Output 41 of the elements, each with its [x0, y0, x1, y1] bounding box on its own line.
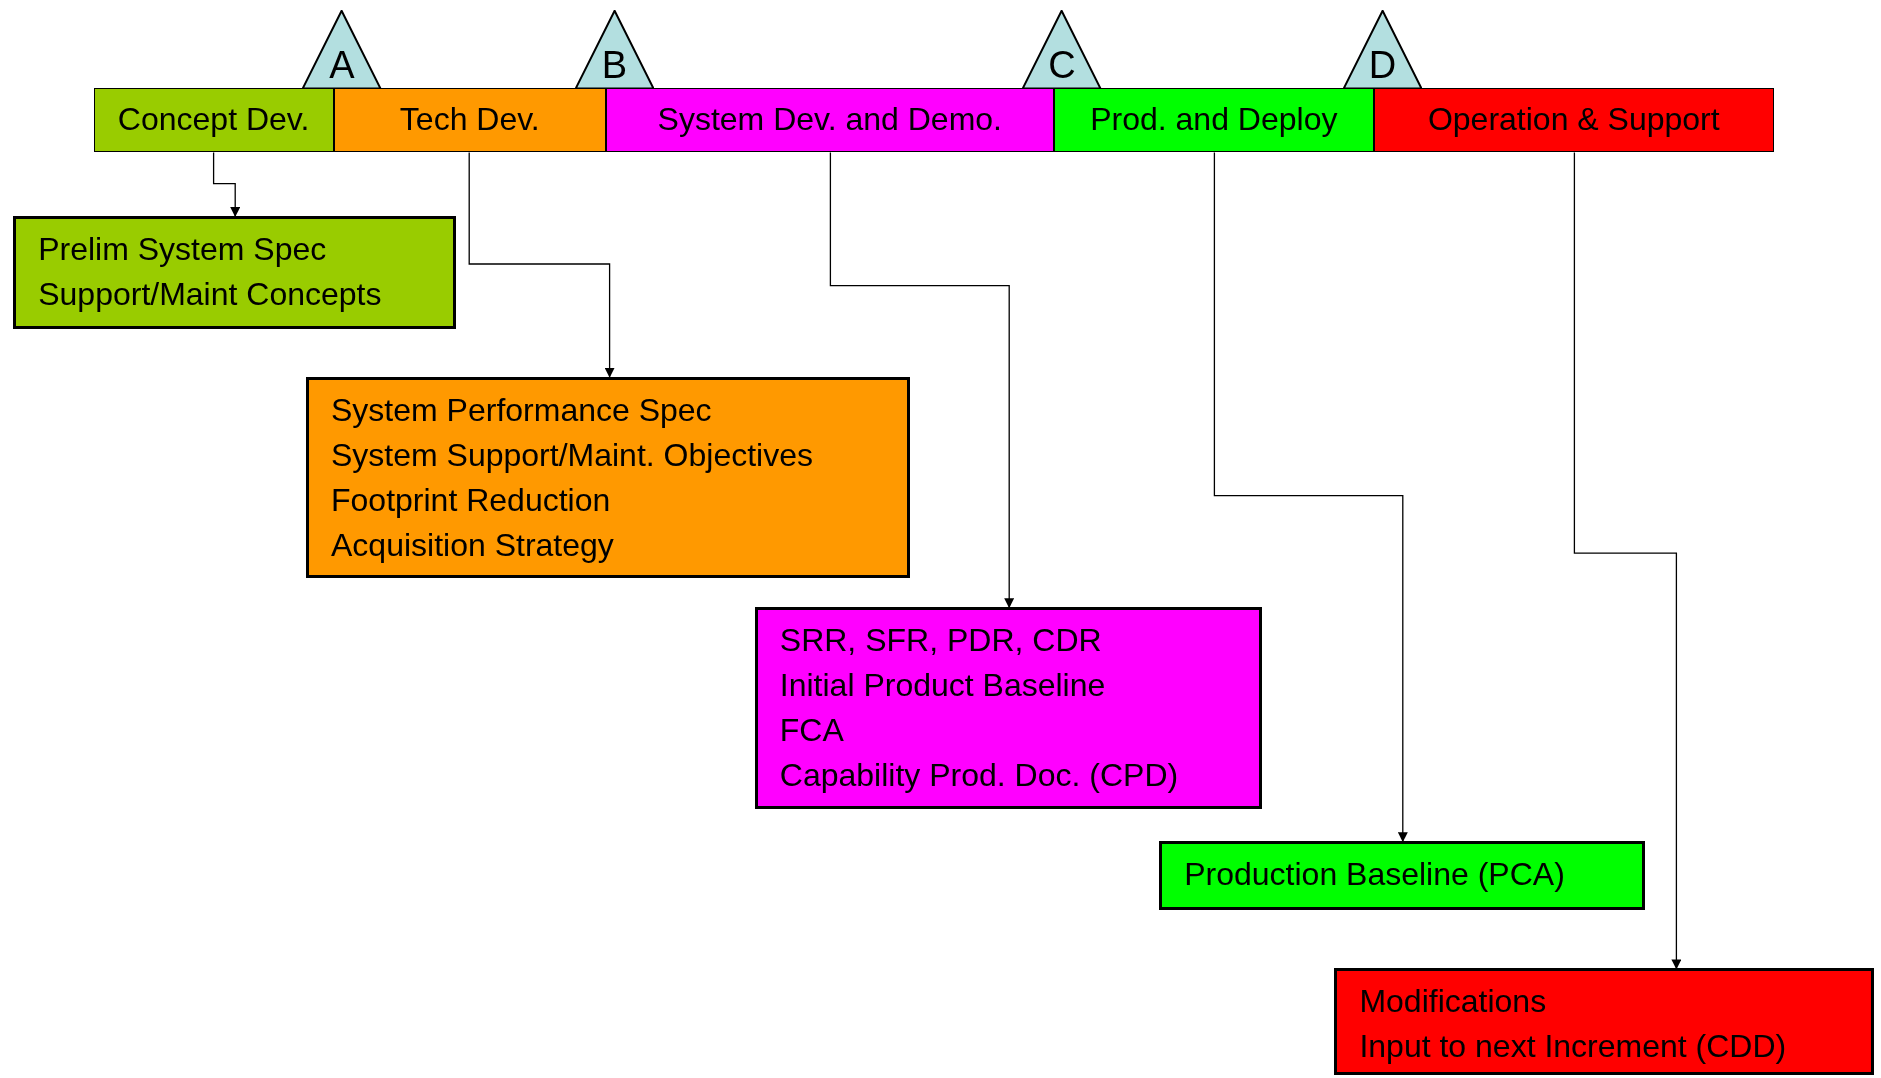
deliverable-item: SRR, SFR, PDR, CDR [779, 621, 1102, 661]
deliverable-item: Footprint Reduction [331, 480, 611, 520]
phase-bar [93, 87, 334, 153]
phase-bar [1053, 87, 1374, 153]
deliverable-box [13, 216, 456, 329]
milestone-triangle [302, 9, 382, 89]
phase-label: Tech Dev. [399, 101, 540, 139]
phase-label: Concept Dev. [117, 101, 310, 139]
milestone-triangle [1342, 9, 1422, 89]
deliverable-item: Modifications [1359, 982, 1547, 1022]
deliverable-box [754, 607, 1263, 809]
milestone-label: D [1367, 44, 1398, 85]
deliverable-item: FCA [779, 711, 844, 751]
deliverable-item: Support/Maint Concepts [38, 275, 382, 314]
milestone-triangle [574, 9, 654, 89]
milestone-label: A [328, 44, 356, 85]
phase-bar [606, 87, 1054, 153]
deliverable-item: Production Baseline (PCA) [1184, 855, 1565, 895]
arrow [1213, 151, 1408, 843]
deliverable-item: System Support/Maint. Objectives [331, 435, 813, 475]
arrow [1573, 151, 1682, 970]
phase-bar [1374, 87, 1774, 153]
deliverable-item: Input to next Increment (CDD) [1359, 1027, 1787, 1067]
deliverable-item: Initial Product Baseline [779, 666, 1106, 706]
deliverable-box [1334, 968, 1875, 1076]
deliverable-item: Capability Prod. Doc. (CPD) [779, 756, 1179, 796]
deliverable-box [1159, 841, 1646, 910]
arrow [468, 151, 615, 378]
phase-label: Prod. and Deploy [1090, 101, 1338, 139]
deliverable-item: Acquisition Strategy [331, 525, 614, 565]
milestone-label: B [600, 44, 629, 85]
arrow [829, 151, 1015, 609]
deliverable-item: Prelim System Spec [38, 230, 327, 269]
phase-label: Operation & Support [1427, 101, 1720, 139]
deliverable-box [306, 376, 910, 579]
deliverable-item: System Performance Spec [331, 390, 712, 430]
phase-bar [333, 87, 606, 153]
arrow [212, 151, 241, 217]
milestone-triangle [1022, 9, 1102, 89]
milestone-label: C [1047, 44, 1077, 85]
phase-label: System Dev. and Demo. [657, 101, 1002, 139]
